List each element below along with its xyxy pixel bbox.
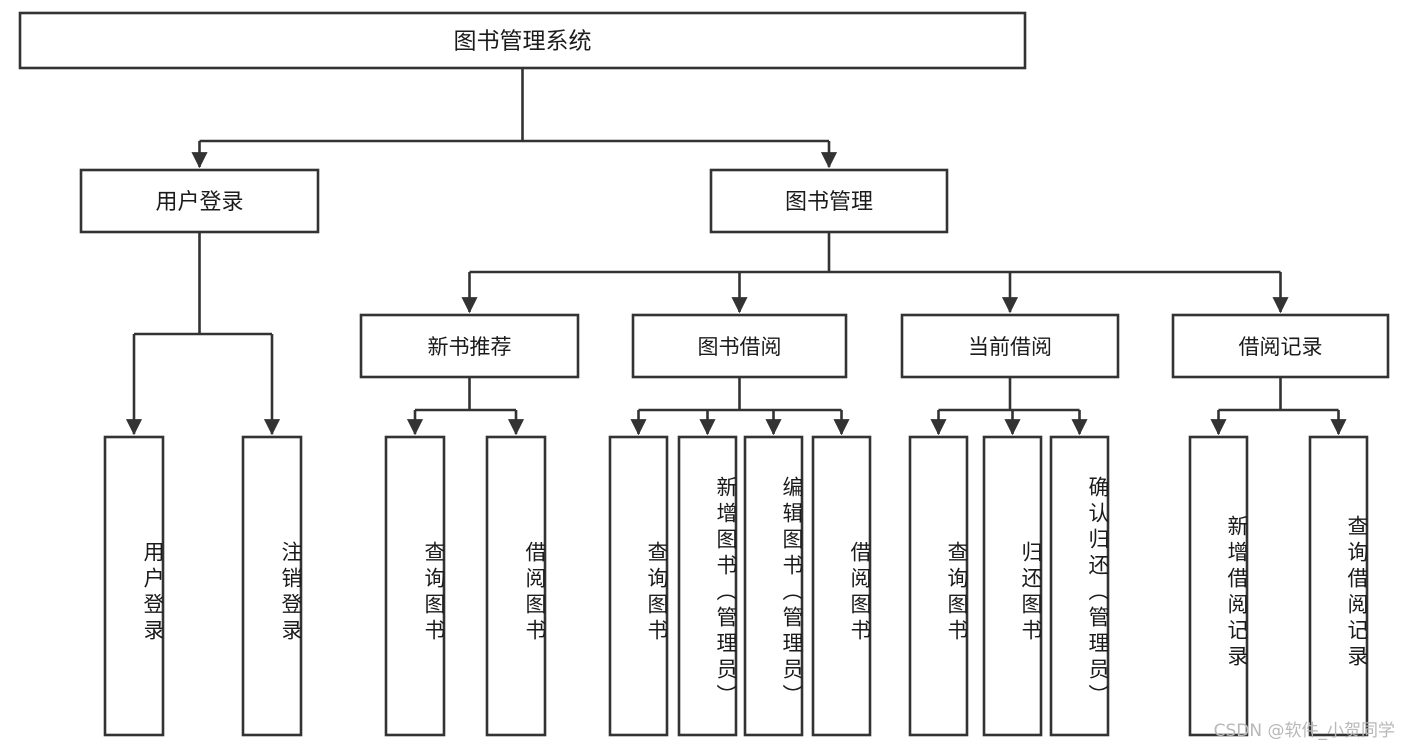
node-borrow-record[interactable]: 借阅记录 [1171, 313, 1390, 379]
node-label: 查询借阅记录 [1345, 515, 1367, 671]
node-label-wrap: 确认归还（管理员） [1086, 476, 1108, 710]
node-leaf-query-borrow-record[interactable]: 查询借阅记录 [1308, 435, 1369, 737]
node-box [1171, 313, 1390, 379]
node-box [79, 168, 320, 234]
node-leaf-edit-book-admin[interactable]: 编辑图书（管理员） [743, 435, 804, 737]
node-label: 新增图书（管理员） [714, 476, 736, 710]
node-label: 查询图书 [645, 541, 667, 645]
node-leaf-borrow-book-1[interactable]: 借阅图书 [485, 435, 547, 737]
node-label-wrap: 归还图书 [1019, 541, 1041, 645]
node-leaf-add-borrow-record[interactable]: 新增借阅记录 [1188, 435, 1249, 737]
node-leaf-query-book-2[interactable]: 查询图书 [608, 435, 669, 737]
node-label-wrap: 新增借阅记录 [1225, 515, 1247, 671]
node-label: 确认归还（管理员） [1086, 476, 1108, 710]
node-current-borrow[interactable]: 当前借阅 [900, 313, 1120, 379]
node-user-login[interactable]: 用户登录 [79, 168, 320, 234]
node-box [982, 435, 1043, 737]
node-label: 归还图书 [1019, 541, 1041, 645]
node-box [384, 435, 446, 737]
node-label-wrap: 用户登录 [141, 541, 163, 645]
node-label: 查询图书 [945, 541, 967, 645]
node-label-wrap: 借阅图书 [523, 541, 545, 645]
node-label-wrap: 新增图书（管理员） [714, 476, 736, 710]
node-box [359, 313, 580, 379]
node-root-book-management-system[interactable]: 图书管理系统 [18, 11, 1027, 70]
node-label-wrap: 查询图书 [422, 541, 444, 645]
node-label: 用户登录 [155, 190, 243, 215]
node-label-wrap: 编辑图书（管理员） [780, 476, 802, 710]
node-box [1049, 435, 1110, 737]
node-label-wrap: 注销登录 [279, 541, 301, 645]
node-label-wrap: 借阅图书 [848, 541, 870, 645]
node-box [631, 313, 848, 379]
node-box [1308, 435, 1369, 737]
node-box [485, 435, 547, 737]
node-box [900, 313, 1120, 379]
node-label-wrap: 查询借阅记录 [1345, 515, 1367, 671]
node-label: 图书管理系统 [454, 29, 592, 55]
node-label: 借阅图书 [523, 541, 545, 645]
node-label-wrap: 查询图书 [945, 541, 967, 645]
node-box [1188, 435, 1249, 737]
node-label: 编辑图书（管理员） [780, 476, 802, 710]
node-box [103, 435, 165, 737]
node-label: 当前借阅 [968, 335, 1052, 359]
node-box [709, 168, 949, 234]
node-label: 新书推荐 [428, 335, 512, 359]
node-label: 注销登录 [279, 541, 301, 645]
node-box [241, 435, 303, 737]
node-leaf-query-book-1[interactable]: 查询图书 [384, 435, 446, 737]
node-box [811, 435, 872, 737]
node-leaf-confirm-return-admin[interactable]: 确认归还（管理员） [1049, 435, 1110, 737]
node-leaf-add-book-admin[interactable]: 新增图书（管理员） [677, 435, 738, 737]
node-label: 图书管理 [785, 190, 873, 215]
node-label-wrap: 查询图书 [645, 541, 667, 645]
node-label: 借阅记录 [1239, 335, 1323, 359]
node-label: 图书借阅 [698, 335, 782, 359]
node-box [608, 435, 669, 737]
node-book-borrow[interactable]: 图书借阅 [631, 313, 848, 379]
node-box [743, 435, 804, 737]
node-label: 新增借阅记录 [1225, 515, 1247, 671]
node-leaf-query-book-3[interactable]: 查询图书 [908, 435, 969, 737]
node-leaf-borrow-book-2[interactable]: 借阅图书 [811, 435, 872, 737]
node-layer: 图书管理系统用户登录图书管理新书推荐图书借阅当前借阅借阅记录用户登录注销登录查询… [18, 11, 1390, 737]
node-new-book-recommend[interactable]: 新书推荐 [359, 313, 580, 379]
node-book-manage[interactable]: 图书管理 [709, 168, 949, 234]
node-label: 借阅图书 [848, 541, 870, 645]
node-label: 用户登录 [141, 541, 163, 645]
node-leaf-return-book[interactable]: 归还图书 [982, 435, 1043, 737]
node-label: 查询图书 [422, 541, 444, 645]
node-leaf-user-login[interactable]: 用户登录 [103, 435, 165, 737]
node-leaf-logout-login[interactable]: 注销登录 [241, 435, 303, 737]
node-box [908, 435, 969, 737]
node-box [18, 11, 1027, 70]
connector-layer [125, 68, 1347, 436]
node-box [677, 435, 738, 737]
